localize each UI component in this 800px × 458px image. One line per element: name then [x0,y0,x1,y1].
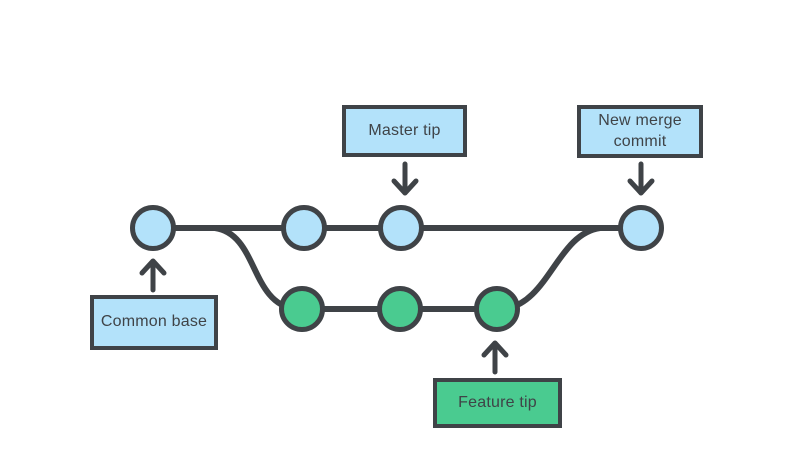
commit-node-master-tip [378,205,424,251]
commit-node-feature-1 [279,286,325,332]
arrow-down-new-merge-commit [627,161,655,196]
arrow-up-feature-tip [481,340,509,375]
branch-merge-curve [501,225,603,312]
label-new-merge-commit: New merge commit [577,105,703,158]
commit-node-feature-2 [377,286,423,332]
arrow-down-master-tip [391,161,419,196]
commit-node-common-base [130,205,176,251]
commit-node-feature-tip [474,286,520,332]
commit-node-master-2 [281,205,327,251]
commit-node-new-merge-commit [618,205,664,251]
label-common-base: Common base [90,295,218,350]
label-feature-tip: Feature tip [433,378,562,428]
label-master-tip: Master tip [342,105,467,157]
arrow-up-common-base [139,258,167,293]
